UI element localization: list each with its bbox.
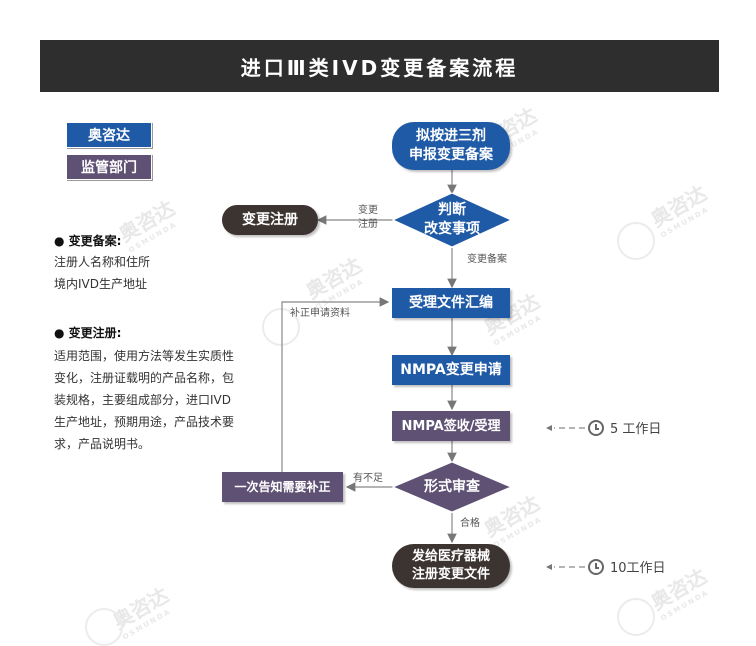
change-registration-node: 变更注册 xyxy=(222,205,318,235)
registration-line: 变化，注册证载明的产品名称，包 xyxy=(54,371,235,385)
supplement-label: 补正申请资料 xyxy=(290,308,350,319)
nmpa-accept-node: NMPA签收/受理 xyxy=(392,411,510,441)
issue-node: 发给医疗器械注册变更文件 xyxy=(392,544,510,588)
registration-heading: ● 变更注册: xyxy=(54,326,122,340)
watermark-circle xyxy=(617,222,655,260)
record-heading: ● 变更备案: xyxy=(54,234,122,248)
clock-icon xyxy=(588,558,604,575)
page-title: 进口Ⅲ类IVD变更备案流程 xyxy=(40,40,719,92)
accept-timing: 5 工作日 xyxy=(588,418,661,437)
legend-osmunda: 奥咨达 xyxy=(66,122,152,148)
record-line: 境内IVD生产地址 xyxy=(54,277,147,291)
branch-registration-label: 变更注册 xyxy=(358,205,378,230)
registration-line: 生产地址，预期用途，产品技术要 xyxy=(54,415,235,429)
watermark-circle xyxy=(262,308,300,346)
registration-line: 装规格，主要组成部分，进口IVD xyxy=(54,393,231,407)
issue-timing: 10工作日 xyxy=(588,557,666,576)
legend-regulator: 监管部门 xyxy=(66,154,152,180)
judge-label: 判断改变事项 xyxy=(424,202,480,237)
judge-diamond xyxy=(392,192,512,248)
start-node: 拟按进三剂申报变更备案 xyxy=(392,122,510,170)
review-diamond xyxy=(392,461,512,513)
registration-notes: ● 变更注册: 适用范围，使用方法等发生实质性 变化，注册证载明的产品名称，包 … xyxy=(54,324,284,455)
receive-node: 受理文件汇编 xyxy=(392,288,510,318)
insufficient-label: 有不足 xyxy=(353,473,383,484)
nmpa-apply-node: NMPA变更申请 xyxy=(392,355,510,385)
flow-connectors xyxy=(281,170,585,570)
record-notes: ● 变更备案: 注册人名称和住所 境内IVD生产地址 xyxy=(54,232,284,295)
review-label: 形式审查 xyxy=(424,478,480,495)
record-line: 注册人名称和住所 xyxy=(54,255,151,269)
clock-icon xyxy=(588,419,604,436)
pass-label: 合格 xyxy=(460,518,480,529)
branch-record-label: 变更备案 xyxy=(467,254,507,265)
notify-node: 一次告知需要补正 xyxy=(222,472,343,502)
registration-line: 求，产品说明书。 xyxy=(54,437,151,451)
registration-line: 适用范围，使用方法等发生实质性 xyxy=(54,349,235,363)
